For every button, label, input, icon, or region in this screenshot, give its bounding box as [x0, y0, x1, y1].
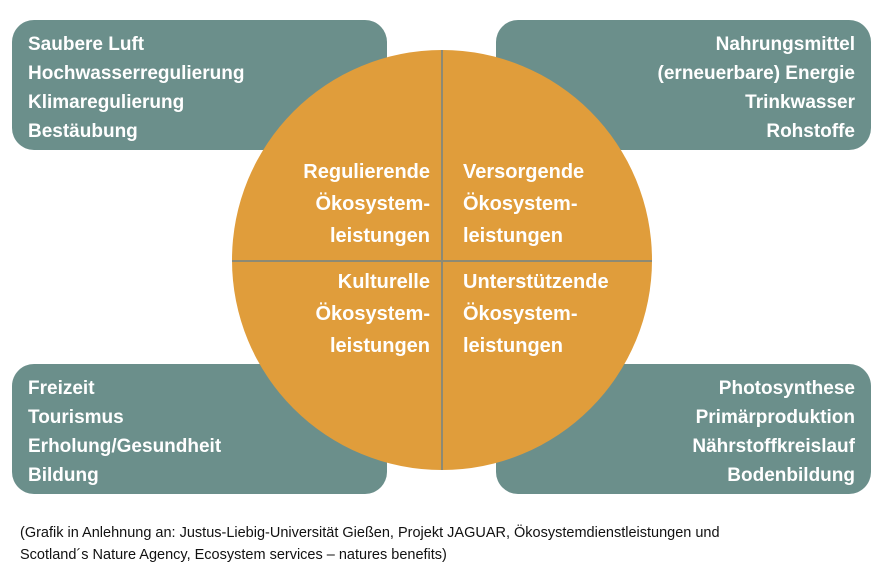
list-item: (erneuerbare) Energie — [657, 63, 855, 84]
list-item: Nahrungsmittel — [715, 34, 855, 55]
list-item: Hochwasserregulierung — [28, 63, 245, 84]
list-item: Primärproduktion — [695, 407, 855, 428]
list-item: Rohstoffe — [766, 121, 855, 142]
list-item: Bildung — [28, 465, 99, 486]
caption-line: (Grafik in Anlehnung an: Justus-Liebig-U… — [20, 525, 720, 541]
list-item: Trinkwasser — [745, 92, 855, 113]
list-item: Photosynthese — [718, 378, 855, 399]
list-item: Tourismus — [28, 407, 124, 428]
list-item: Klimaregulierung — [28, 92, 185, 113]
list-item: Freizeit — [28, 378, 95, 399]
horizontal-divider — [232, 260, 652, 262]
list-item: Erholung/Gesundheit — [28, 436, 222, 457]
list-item: Bestäubung — [28, 121, 138, 142]
list-item: Nährstoffkreislauf — [692, 436, 855, 457]
list-item: Bodenbildung — [727, 465, 855, 486]
source-caption: (Grafik in Anlehnung an: Justus-Liebig-U… — [20, 522, 720, 566]
list-item: Saubere Luft — [28, 34, 145, 55]
caption-line: Scotland´s Nature Agency, Ecosystem serv… — [20, 547, 447, 563]
